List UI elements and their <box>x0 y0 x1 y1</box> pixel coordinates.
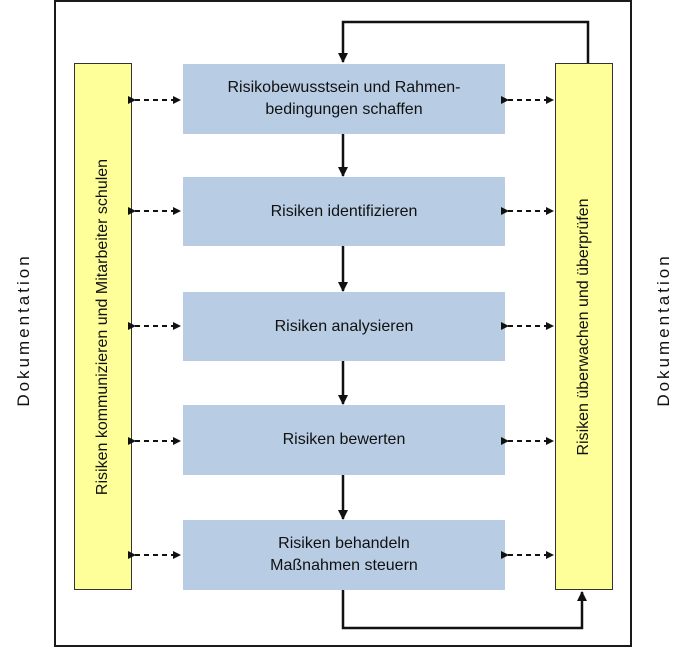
diagram-frame <box>54 0 632 647</box>
step-evaluate: Risiken bewerten <box>183 405 505 475</box>
step-risk-awareness-label: Risikobewusstsein und Rahmen- bedingunge… <box>227 79 461 118</box>
step-treat: Risiken behandeln Maßnahmen steuern <box>183 520 505 590</box>
feedback-arrow-to-start <box>338 20 590 63</box>
communicate-train-bar: Risiken kommunizieren und Mitarbeiter sc… <box>74 63 132 590</box>
step-analyze-label: Risiken analysieren <box>274 317 414 335</box>
step-treat-label: Risiken behandeln Maßnahmen steuern <box>270 535 418 574</box>
step-analyze: Risiken analysieren <box>183 292 505 361</box>
feedback-arrow-to-monitor <box>341 590 587 630</box>
monitor-review-bar: Risiken überwachen und überprüfen <box>555 63 613 590</box>
step-risk-awareness: Risikobewusstsein und Rahmen- bedingunge… <box>183 64 505 134</box>
step-identify-label: Risiken identifizieren <box>270 202 418 220</box>
step-identify: Risiken identifizieren <box>183 177 505 246</box>
step-evaluate-label: Risiken bewerten <box>282 431 406 448</box>
